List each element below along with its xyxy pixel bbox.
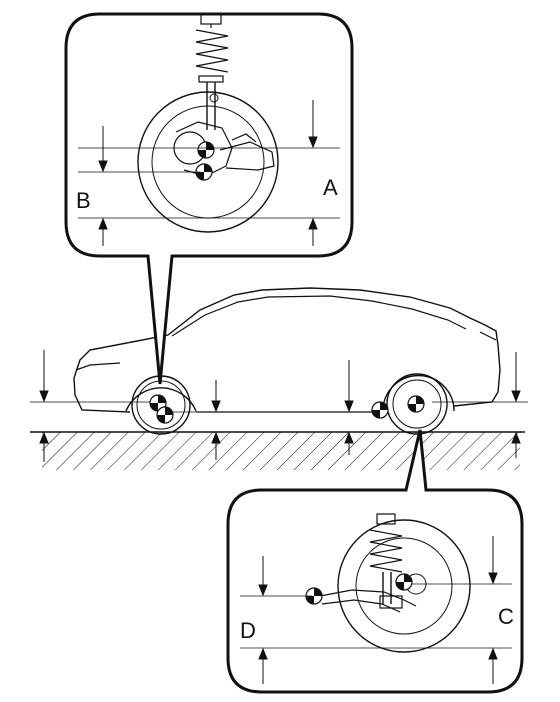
rear-suspension-icon <box>319 513 427 613</box>
rear-callout: D C <box>226 429 524 694</box>
front-callout: B A <box>64 12 354 385</box>
reference-lines <box>30 401 528 413</box>
label-b: B <box>76 188 91 213</box>
rear-wheel <box>371 373 448 435</box>
front-wheel <box>131 375 191 435</box>
car-body-outline-icon <box>73 287 501 413</box>
label-d: D <box>240 618 256 643</box>
label-a: A <box>323 175 338 200</box>
ground-hatch <box>30 431 525 470</box>
measure-arrows <box>39 350 521 462</box>
label-c: C <box>498 604 514 629</box>
